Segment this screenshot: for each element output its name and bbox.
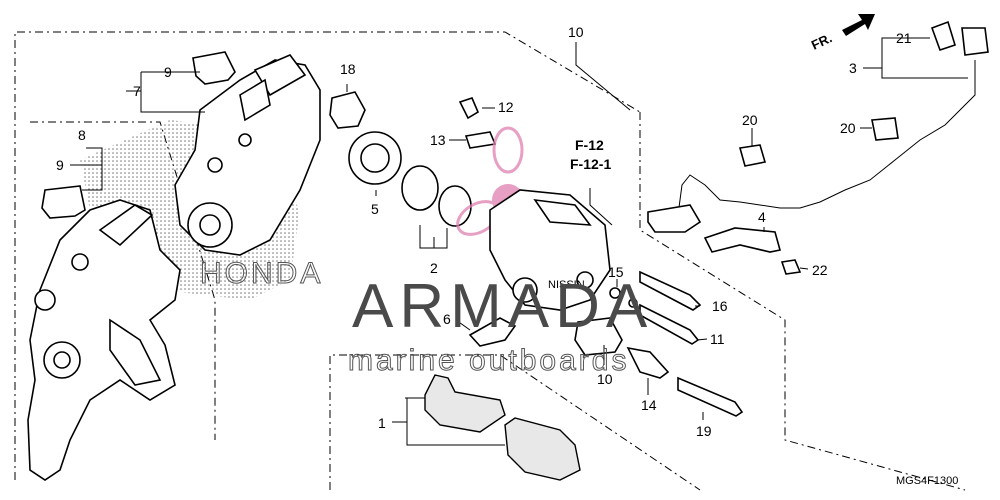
callout-1: 1 bbox=[378, 415, 386, 431]
callout-14: 13 bbox=[430, 132, 446, 148]
callout-20-lower: 20 bbox=[840, 120, 856, 136]
caliper-bracket-large bbox=[27, 199, 181, 481]
callout-22: 22 bbox=[812, 262, 828, 278]
watermark-brand: ARMADA bbox=[352, 272, 653, 341]
brake-pad-upper bbox=[424, 374, 506, 433]
callout-9-upper: 9 bbox=[164, 64, 172, 80]
callout-9-lower: 9 bbox=[56, 157, 64, 173]
bleeder-cap bbox=[464, 131, 497, 149]
callout-5: 5 bbox=[371, 201, 379, 217]
brake-pad-lower bbox=[504, 417, 581, 481]
washer-16b bbox=[628, 298, 638, 308]
callout-8: 8 bbox=[78, 127, 86, 143]
group-outline-left bbox=[14, 31, 641, 480]
caliper-piston bbox=[348, 131, 402, 185]
callout-11: 10 bbox=[568, 24, 584, 40]
sensor-grommet-upper bbox=[738, 144, 767, 167]
drawing-code: MGS4F1300 bbox=[896, 475, 958, 487]
caliper-bracket-small bbox=[174, 54, 321, 256]
pad-retainer-lower bbox=[41, 185, 86, 219]
front-direction-arrow: FR. bbox=[809, 14, 875, 53]
leader-lines bbox=[70, 37, 968, 446]
pad-retainer-upper bbox=[192, 51, 236, 85]
pin-boot bbox=[329, 91, 366, 129]
slide-pin-12 bbox=[639, 303, 700, 345]
bracket-text: HONDA bbox=[200, 257, 323, 290]
callout-2: 2 bbox=[430, 260, 438, 276]
pad-spring bbox=[468, 317, 517, 347]
callout-3: 3 bbox=[849, 60, 857, 76]
group-outline-bottom bbox=[329, 354, 701, 491]
callout-12: 11 bbox=[710, 331, 725, 347]
callout-10: 10 bbox=[597, 371, 613, 387]
callout-20-upper: 20 bbox=[742, 112, 758, 128]
group-outline-mid bbox=[639, 112, 966, 491]
ref-f12-1: F-12-1 bbox=[570, 156, 611, 172]
pin-bushing bbox=[574, 317, 623, 356]
bleeder-screw bbox=[458, 97, 480, 120]
callout-4: 4 bbox=[758, 209, 766, 225]
caliper-body: NISSIN bbox=[489, 189, 611, 311]
callout-19: 19 bbox=[696, 423, 712, 439]
callout-17: 16 bbox=[712, 298, 728, 314]
caliper-stamp: NISSIN bbox=[548, 279, 585, 291]
callout-15: 14 bbox=[641, 397, 657, 413]
callout-16: 15 bbox=[608, 264, 624, 280]
callout-7: 7 bbox=[133, 83, 141, 99]
watermark-tagline: marine outboards bbox=[348, 344, 629, 377]
flange-bolt bbox=[780, 259, 802, 275]
front-direction-label: FR. bbox=[809, 30, 834, 52]
callout-13: 12 bbox=[498, 99, 514, 115]
dust-seal bbox=[438, 185, 472, 227]
slide-pin-17 bbox=[639, 270, 702, 311]
wheel-speed-sensor bbox=[647, 27, 989, 233]
sensor-grommet-lower bbox=[871, 117, 899, 141]
sensor-connector-clip bbox=[930, 20, 956, 52]
washer-16 bbox=[609, 287, 621, 299]
piston-seal bbox=[401, 165, 439, 211]
callout-18: 18 bbox=[340, 61, 356, 77]
pin-sleeve bbox=[626, 346, 670, 379]
callout-6: 6 bbox=[443, 311, 451, 327]
pad-pin-bolt bbox=[677, 376, 744, 417]
callout-21: 21 bbox=[896, 30, 912, 46]
ref-f12: F-12 bbox=[575, 137, 604, 153]
sensor-stay bbox=[703, 227, 782, 253]
